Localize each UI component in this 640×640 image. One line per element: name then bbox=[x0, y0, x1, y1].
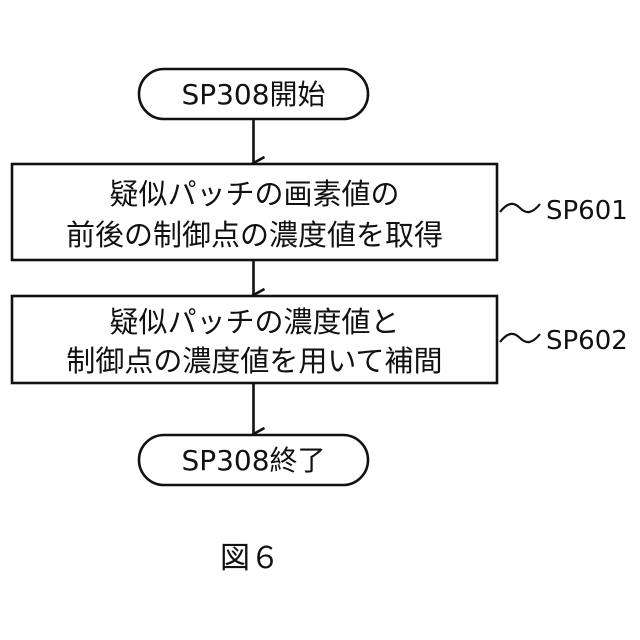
sp602-line-1: 疑似パッチの濃度値と bbox=[109, 305, 399, 339]
sp601-line-1: 疑似パッチの画素値の bbox=[109, 177, 399, 211]
figure-caption: 図６ bbox=[220, 541, 280, 576]
sp601-step-id: SP601 bbox=[546, 196, 628, 226]
sp601-line-2: 前後の制御点の濃度値を取得 bbox=[66, 218, 443, 252]
process-box-sp602: 疑似パッチの濃度値と 制御点の濃度値を用いて補間 bbox=[12, 296, 497, 383]
start-terminator: SP308開始 bbox=[139, 69, 368, 119]
sp602-leader-tilde bbox=[500, 334, 540, 342]
sp602-line-2: 制御点の濃度値を用いて補間 bbox=[66, 344, 442, 378]
end-terminator: SP308終了 bbox=[139, 435, 368, 485]
process-box-sp601: 疑似パッチの画素値の 前後の制御点の濃度値を取得 bbox=[12, 164, 497, 260]
start-label: SP308開始 bbox=[181, 78, 325, 111]
sp601-leader-tilde bbox=[500, 204, 540, 212]
end-label: SP308終了 bbox=[181, 444, 325, 477]
sp602-step-id: SP602 bbox=[546, 326, 628, 356]
